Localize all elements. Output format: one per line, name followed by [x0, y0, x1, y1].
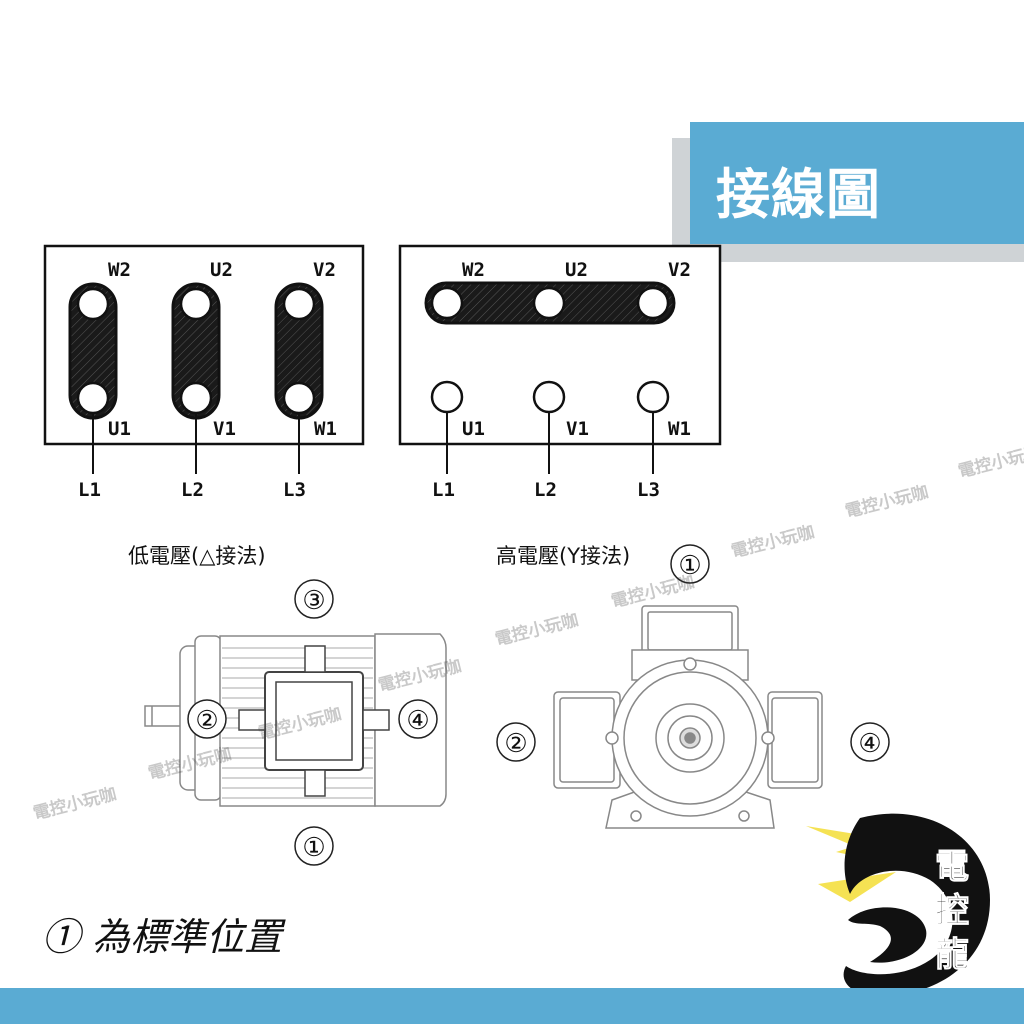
high-top-label-3: V2 [668, 259, 691, 281]
delta-link-3 [274, 282, 324, 420]
front-marker-1: ① [678, 551, 701, 581]
delta-link-2 [171, 282, 221, 420]
dragon-logo: 電 控 龍 [806, 813, 990, 996]
low-line-label-3: L3 [283, 479, 306, 501]
star-link-bar [424, 281, 676, 325]
high-line-label-3: L3 [637, 479, 660, 501]
page-title: 接線圖 [716, 163, 881, 226]
motor-side-view [144, 633, 447, 807]
delta-link-1 [68, 282, 118, 420]
high-bottom-label-1: U1 [462, 418, 485, 440]
logo-char-3: 龍 [935, 935, 969, 975]
side-position-markers: ③ ② ④ ① [187, 579, 438, 866]
low-bottom-label-3: W1 [314, 418, 337, 440]
low-line-label-2: L2 [181, 479, 204, 501]
logo-char-2: 控 [935, 891, 969, 931]
front-marker-2: ② [504, 729, 527, 759]
front-position-markers: ① ② ④ [496, 544, 890, 762]
motor-front-view [553, 605, 823, 829]
standard-position-note: ① 為標準位置 [42, 915, 283, 959]
title-banner [690, 122, 1024, 244]
front-marker-4: ④ [858, 729, 881, 759]
high-line-label-2: L2 [534, 479, 557, 501]
low-line-label-1: L1 [78, 479, 101, 501]
low-voltage-terminal-box: W2 U2 V2 U1 V1 W1 L1 L2 L3 [43, 244, 365, 501]
high-bottom-label-3: W1 [668, 418, 691, 440]
high-voltage-terminal-box: W2 U2 V2 U1 V1 W1 L1 L2 L3 [398, 244, 722, 501]
high-voltage-caption: 高電壓(Y接法) [496, 544, 631, 568]
side-marker-3: ③ [302, 586, 325, 616]
low-bottom-label-1: U1 [108, 418, 131, 440]
bottom-bar [0, 988, 1024, 1024]
low-top-label-3: V2 [313, 259, 336, 281]
high-bottom-label-2: V1 [566, 418, 589, 440]
high-top-label-2: U2 [565, 259, 588, 281]
low-bottom-label-2: V1 [213, 418, 236, 440]
side-marker-4: ④ [406, 706, 429, 736]
low-top-label-1: W2 [108, 259, 131, 281]
logo-char-1: 電 [935, 847, 969, 887]
high-line-label-1: L1 [432, 479, 455, 501]
side-marker-1: ① [302, 833, 325, 863]
low-voltage-caption: 低電壓(△接法) [128, 544, 266, 568]
side-marker-2: ② [195, 706, 218, 736]
low-top-label-2: U2 [210, 259, 233, 281]
high-top-label-1: W2 [462, 259, 485, 281]
